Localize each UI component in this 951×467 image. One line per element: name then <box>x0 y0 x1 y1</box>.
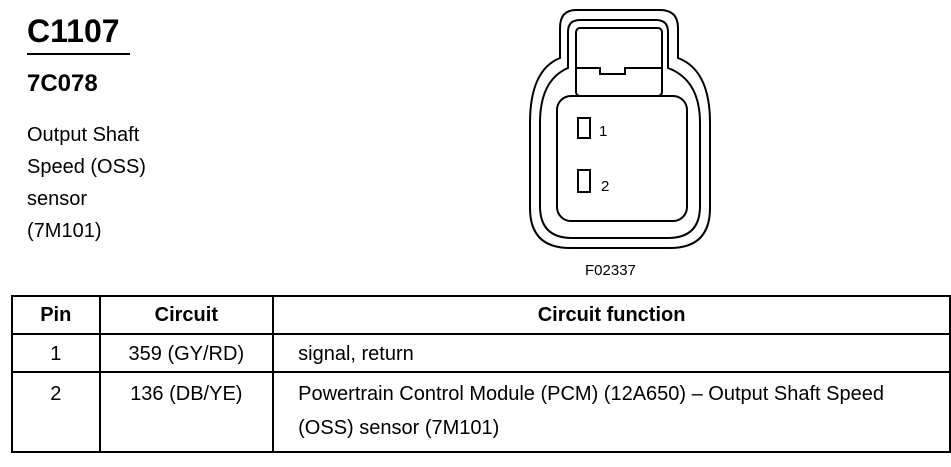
table-row: 2 136 (DB/YE) Powertrain Control Module … <box>11 371 951 453</box>
pin-1-cavity <box>577 117 591 139</box>
figure-code: F02337 <box>585 262 636 279</box>
header-circuit: Circuit <box>98 295 275 335</box>
locking-tab <box>575 27 663 97</box>
cell-function: signal, return <box>272 333 951 373</box>
part-number: 7C078 <box>27 70 98 97</box>
pin-2-label: 2 <box>601 178 609 195</box>
pin-2-cavity <box>577 169 591 193</box>
connector-id-underline <box>27 53 130 55</box>
connector-description: Output Shaft Speed (OSS) sensor (7M101) <box>27 124 146 242</box>
cell-pin: 1 <box>11 333 101 373</box>
terminal-cavity-body <box>556 95 688 222</box>
pin-1-label: 1 <box>599 123 607 140</box>
connector-face-diagram: 1 2 <box>529 9 711 249</box>
header-circuit-function: Circuit function <box>272 295 951 335</box>
cell-function: Powertrain Control Module (PCM) (12A650)… <box>272 371 951 453</box>
table-header-row: Pin Circuit Circuit function <box>11 295 951 335</box>
connector-id: C1107 <box>27 13 120 49</box>
locking-tab-notch <box>576 67 662 75</box>
connector-inner-shell <box>539 19 701 239</box>
header-pin: Pin <box>11 295 101 335</box>
pin-table: Pin Circuit Circuit function 1 359 (GY/R… <box>11 295 951 453</box>
cell-circuit: 136 (DB/YE) <box>98 371 275 453</box>
connector-outer-shell <box>529 9 711 249</box>
cell-circuit: 359 (GY/RD) <box>98 333 275 373</box>
table-row: 1 359 (GY/RD) signal, return <box>11 333 951 373</box>
cell-pin: 2 <box>11 371 101 453</box>
